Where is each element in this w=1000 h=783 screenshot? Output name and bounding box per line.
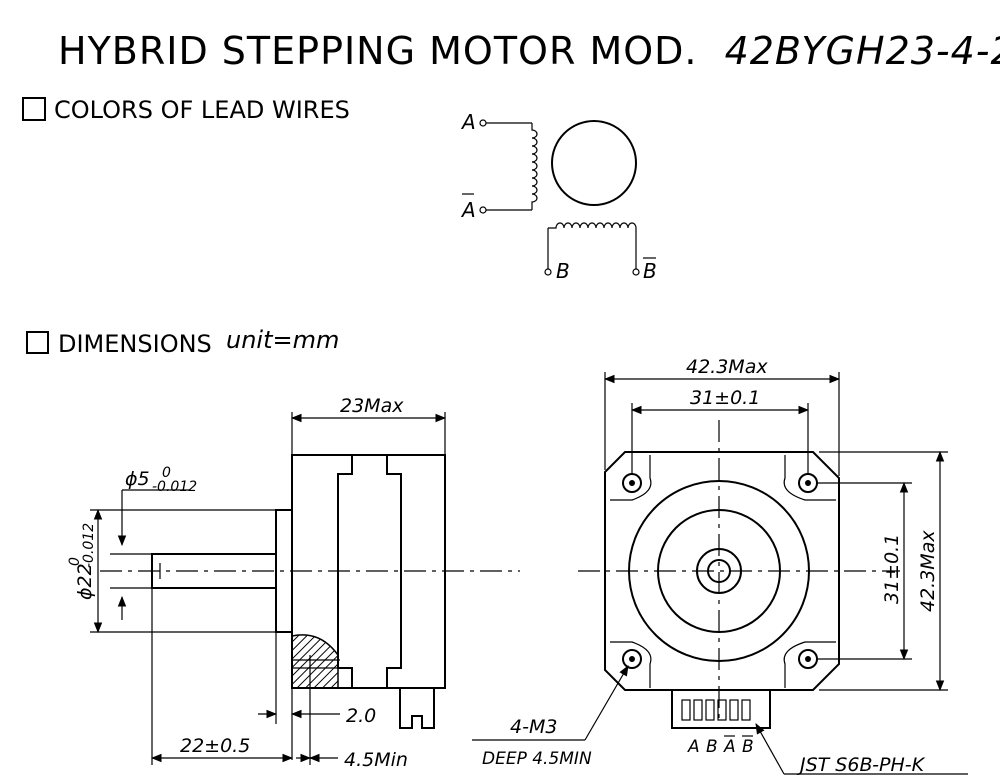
front-body — [604, 451, 840, 691]
pin-label-a: A — [687, 737, 700, 757]
dim-hole-spacing-x: 31±0.1 — [690, 387, 760, 409]
front-view: A B A B 42.3Max 31±0.1 31±0.1 42.3Max 4-… — [472, 356, 968, 776]
lead-wires-checkbox-icon — [22, 97, 46, 121]
dim-boss-diameter-lower: -0.012 — [81, 523, 97, 568]
dim-boss-diameter-upper: 0 — [67, 557, 83, 566]
lead-wires-heading: COLORS OF LEAD WIRES — [54, 96, 350, 124]
mount-hole-bottom-left — [622, 649, 642, 669]
unit-label: unit=mm — [226, 326, 339, 354]
shaft-outer-circle — [696, 548, 742, 594]
dim-min-depth: 4.5Min — [344, 749, 408, 771]
dim-shaft-length: 22±0.5 — [180, 735, 250, 757]
dim-connector: JST S6B-PH-K — [796, 754, 926, 776]
wiring-diagram: A A B B — [460, 110, 657, 283]
coil-a — [531, 123, 538, 210]
shaft — [151, 553, 277, 589]
dim-shaft-diameter-upper: 0 — [162, 465, 171, 481]
dimensions-heading: DIMENSIONS — [58, 330, 212, 358]
rear-flange-outline — [386, 455, 402, 688]
coil-b — [548, 222, 637, 229]
dim-height-max: 42.3Max — [917, 530, 939, 612]
motor-body — [292, 454, 446, 689]
side-connector — [399, 688, 435, 729]
dim-hole-spacing-y: 31±0.1 — [881, 534, 903, 604]
pin-label-b: B — [706, 737, 718, 757]
wire-label-b: B — [556, 259, 570, 283]
dim-body-length: 23Max — [340, 395, 404, 417]
dim-boss-height: 2.0 — [346, 705, 376, 727]
dimensions-checkbox-icon — [26, 331, 49, 354]
wire-label-a-bar: A — [460, 198, 476, 222]
rotor-circle — [551, 120, 637, 206]
title-text: HYBRID STEPPING MOTOR MOD. 42BYGH23-4-22… — [58, 29, 1000, 73]
dim-screw-thread: 4-M3 — [510, 716, 557, 738]
dim-screw-depth: DEEP 4.5MIN — [482, 749, 592, 769]
hatched-section — [291, 634, 339, 689]
pin-label-a-bar: A — [723, 737, 736, 757]
wire-label-a: A — [460, 110, 476, 134]
side-view: 23Max ϕ5 0 -0.012 ϕ22 0 -0.012 2.0 22±0.… — [67, 395, 520, 771]
boss-circle — [657, 509, 781, 633]
wire-label-b-bar: B — [643, 259, 657, 283]
dim-width-max: 42.3Max — [686, 356, 768, 378]
dim-shaft-diameter-base: ϕ5 — [125, 468, 150, 490]
dim-shaft-diameter-lower: -0.012 — [152, 479, 197, 495]
pin-label-b-bar: B — [742, 737, 754, 757]
title-prefix: HYBRID STEPPING MOTOR MOD. — [58, 29, 697, 73]
dim-boss-diameter-base: ϕ22 — [74, 563, 96, 600]
title-model: 42BYGH23-4-22A — [725, 29, 1000, 73]
front-connector — [671, 689, 771, 729]
front-outer-circle — [628, 480, 810, 662]
shaft-circle — [707, 559, 731, 583]
